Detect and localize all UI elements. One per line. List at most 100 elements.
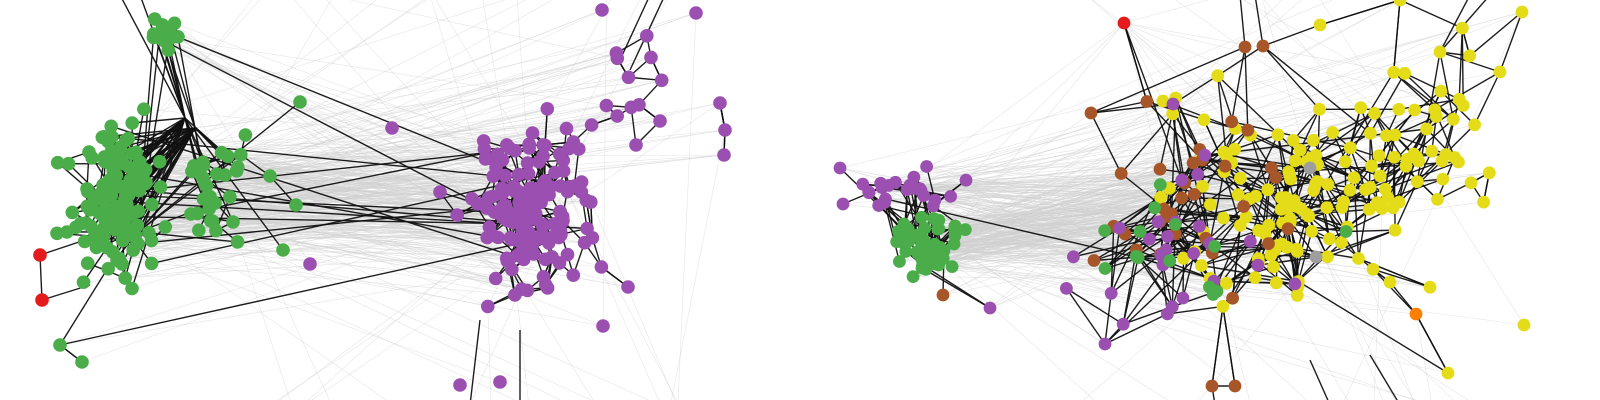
network-edge xyxy=(1399,0,1463,29)
network-node xyxy=(717,148,731,162)
network-node xyxy=(1410,175,1424,189)
network-edge xyxy=(1262,45,1371,134)
network-edge xyxy=(39,239,86,256)
network-node xyxy=(540,281,555,295)
network-edge xyxy=(1469,11,1523,57)
network-edge xyxy=(1237,167,1272,196)
network-faint-edge xyxy=(103,80,662,138)
network-node xyxy=(167,16,182,31)
network-node xyxy=(577,235,592,250)
network-edge xyxy=(1090,100,1148,114)
network-edge xyxy=(1159,221,1206,239)
network-node xyxy=(77,234,92,249)
network-node xyxy=(594,260,609,274)
network-faint-edge xyxy=(1243,0,1454,120)
network-node xyxy=(1265,161,1278,175)
network-node xyxy=(1288,277,1302,291)
network-node xyxy=(202,202,216,216)
network-edge xyxy=(151,170,564,265)
network-node xyxy=(137,102,151,116)
network-node xyxy=(1464,176,1478,190)
network-node xyxy=(1354,101,1368,115)
network-faint-edge xyxy=(191,120,661,172)
network-node xyxy=(525,198,539,213)
network-edge xyxy=(1372,268,1431,288)
network-node xyxy=(1320,201,1334,215)
network-edge xyxy=(1473,71,1501,126)
network-node xyxy=(1290,245,1304,258)
network-node xyxy=(1256,39,1270,53)
network-edge xyxy=(137,36,160,233)
network-faint-edge xyxy=(142,124,592,176)
network-node xyxy=(520,156,535,170)
network-edge xyxy=(1217,75,1227,156)
network-node xyxy=(218,168,232,182)
network-edge xyxy=(137,37,155,233)
network-node xyxy=(1271,128,1285,142)
network-faint-edge xyxy=(166,41,522,290)
network-node xyxy=(632,98,646,112)
network-node xyxy=(1226,291,1239,305)
network-edge xyxy=(1090,112,1122,174)
right-network-panel xyxy=(833,0,1531,400)
network-node xyxy=(125,281,139,296)
network-node xyxy=(879,192,892,206)
network-faint-edge xyxy=(431,0,495,213)
network-node xyxy=(1435,154,1449,168)
network-node xyxy=(1434,84,1448,98)
network-node xyxy=(385,121,399,135)
network-node xyxy=(1104,286,1118,300)
network-node xyxy=(230,235,245,249)
network-node xyxy=(1239,210,1253,224)
network-faint-edge xyxy=(910,97,1176,186)
network-node xyxy=(932,222,946,236)
network-edge xyxy=(469,319,481,400)
network-node xyxy=(33,248,47,262)
network-node xyxy=(536,138,550,152)
network-node xyxy=(125,206,140,221)
network-edge xyxy=(202,154,242,178)
network-node xyxy=(1409,307,1423,321)
network-node xyxy=(521,166,536,181)
network-edge xyxy=(1389,281,1417,315)
network-edge xyxy=(1184,171,1225,184)
network-edge xyxy=(1393,0,1401,73)
network-node xyxy=(1166,97,1180,111)
network-node xyxy=(493,375,507,389)
network-edge xyxy=(1199,148,1291,220)
network-node xyxy=(584,118,599,132)
network-node xyxy=(1383,275,1397,289)
network-faint-edge xyxy=(487,306,492,400)
network-node xyxy=(524,186,538,201)
network-node xyxy=(73,216,88,231)
network-node xyxy=(920,254,934,268)
network-node xyxy=(1392,102,1406,116)
network-faint-edge xyxy=(276,102,721,400)
network-node xyxy=(1392,195,1406,209)
network-node xyxy=(1116,317,1130,331)
network-node xyxy=(520,213,534,227)
network-node xyxy=(1468,118,1481,132)
network-edge xyxy=(1175,216,1247,223)
network-faint-edge xyxy=(965,22,1125,181)
network-node xyxy=(1098,262,1112,275)
network-node xyxy=(221,149,235,164)
network-edge xyxy=(1445,99,1460,155)
network-node xyxy=(915,234,929,247)
network-node xyxy=(1313,102,1326,116)
network-faint-edge xyxy=(1172,0,1283,105)
network-faint-edge xyxy=(94,57,652,233)
network-faint-edge xyxy=(921,267,1298,296)
network-faint-edge xyxy=(168,49,527,249)
network-node xyxy=(158,34,173,49)
network-edge xyxy=(1372,268,1417,315)
network-node xyxy=(481,191,496,205)
network-node xyxy=(1373,169,1387,183)
network-faint-edge xyxy=(839,75,1218,169)
network-faint-edge xyxy=(934,263,1417,315)
network-faint-edge xyxy=(196,52,617,168)
network-node xyxy=(1267,260,1280,274)
network-faint-edge xyxy=(168,49,540,163)
network-faint-edge xyxy=(921,247,1287,259)
network-node xyxy=(53,338,67,352)
